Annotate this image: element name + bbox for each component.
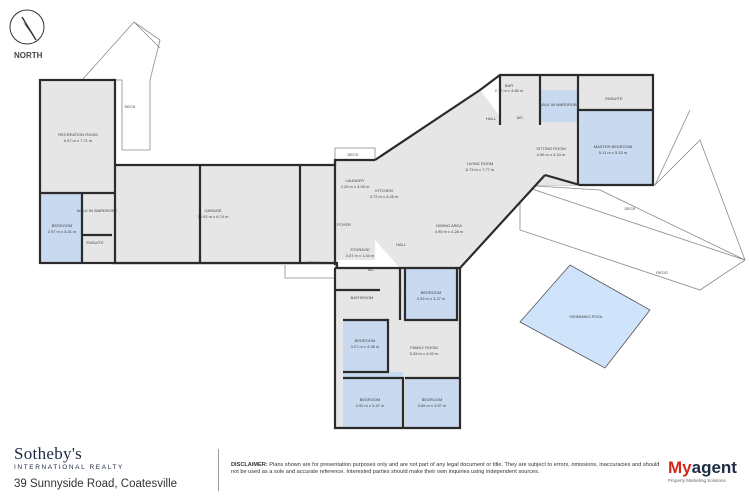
agent-logo-b: agent [691, 458, 737, 477]
floor-areas [40, 75, 653, 428]
room-sitting-dims: 4.96 m x 4.24 m [537, 152, 566, 157]
room-bathroom-name: BATHROOM [351, 295, 374, 300]
footer-divider [218, 449, 219, 491]
room-bedroom-4-name: BEDROOM [360, 397, 381, 402]
room-bedroom-left-dims: 2.97 m x 4.01 m [48, 229, 77, 234]
room-deck-right-name: DECK [624, 206, 635, 211]
north-arrow-icon [9, 9, 45, 45]
room-ensuite-right-name: ENSUITE [605, 96, 623, 101]
disclaimer-title: DISCLAIMER: [231, 462, 268, 468]
room-laundry-name: LAUNDRY [345, 178, 364, 183]
room-foyer-name: FOYER [337, 222, 351, 227]
room-hall-wing-name: HALL [398, 287, 403, 298]
swimming-pool [519, 264, 651, 369]
room-living-dims: 6.73 m x 7.77 m [466, 167, 495, 172]
room-deck-top-left-name: DECK [124, 104, 135, 109]
room-bedroom-3-dims: 3.27 m x 3.36 m [351, 344, 380, 349]
outdoor-outlines [81, 21, 746, 291]
room-kitchen-dims: 3.72 m x 4.28 m [370, 194, 399, 199]
room-wc-mid-name: WC [368, 267, 375, 272]
room-ensuite-left-name: ENSUITE [86, 240, 104, 245]
property-address: 39 Sunnyside Road, Coatesville [14, 478, 178, 490]
room-bar-name: BAR [505, 83, 513, 88]
room-recreation-name: RECREATION ROOM [58, 132, 97, 137]
room-kitchen-name: KITCHEN [375, 188, 393, 193]
room-porch-name: PORCH [307, 260, 322, 265]
room-master-name: MASTER BEDROOM [594, 144, 632, 149]
room-laundry-dims: 2.29 m x 3.09 m [341, 184, 370, 189]
room-dining-name: DINING AREA [436, 223, 462, 228]
brand-logo: Sotheby's [14, 444, 83, 463]
walls [38, 73, 655, 430]
room-patio-name: PATIO [656, 270, 667, 275]
room-storage-dims: 3.07 m x 1.44 m [346, 253, 375, 258]
room-bedroom-5-name: BEDROOM [422, 397, 443, 402]
room-storage-name: STORAGE [350, 247, 370, 252]
room-deck-mid-name: DECK [347, 152, 358, 157]
room-living-name: LIVING ROOM [467, 161, 494, 166]
agent-logo: Myagent [668, 458, 737, 478]
room-wardrobe-right-name: WALK IN WARDROBE [539, 102, 580, 107]
agent-subtitle: Property Marketing Solutions [668, 478, 726, 483]
compass-label: NORTH [14, 51, 43, 60]
room-family-dims: 5.33 m x 4.03 m [410, 351, 439, 356]
room-bedroom-3-name: BEDROOM [355, 338, 376, 343]
room-hall-mid-name: HALL [396, 242, 407, 247]
room-bedroom-left-name: BEDROOM [52, 223, 73, 228]
room-wc-top-name: WC [517, 115, 524, 120]
room-sitting-name: SITTING ROOM [536, 146, 565, 151]
room-master-dims: 5.11 m x 5.33 m [599, 150, 628, 155]
room-garage-dims: 10.92 m x 6.74 m [198, 214, 230, 219]
room-pool-name: SWIMMING POOL [569, 314, 603, 319]
room-bedroom-4-dims: 3.92 m x 3.47 m [356, 403, 385, 408]
room-bedroom-2-dims: 3.33 m x 3.27 m [417, 296, 446, 301]
floor-plan: NORTH [9, 9, 746, 430]
room-wardrobe-left-name: WALK IN WARDROBE [77, 208, 118, 213]
disclaimer: DISCLAIMER: Plans shown are for presenta… [231, 462, 661, 477]
room-recreation-dims: 6.97 m x 7.71 m [64, 138, 93, 143]
room-dining-dims: 4.95 m x 4.28 m [435, 229, 464, 234]
room-garage-name: GARAGE [204, 208, 221, 213]
brand-subtitle: INTERNATIONAL REALTY [14, 464, 124, 471]
agent-logo-a: My [668, 458, 692, 477]
room-hall-top-name: HALL [486, 116, 497, 121]
room-bedroom-5-dims: 3.66 m x 3.57 m [418, 403, 447, 408]
disclaimer-body: Plans shown are for presentation purpose… [231, 462, 660, 476]
room-bar-dims: 2.17 m x 3.80 m [495, 88, 524, 93]
room-family-name: FAMILY ROOM [410, 345, 437, 350]
room-bedroom-2-name: BEDROOM [421, 290, 442, 295]
